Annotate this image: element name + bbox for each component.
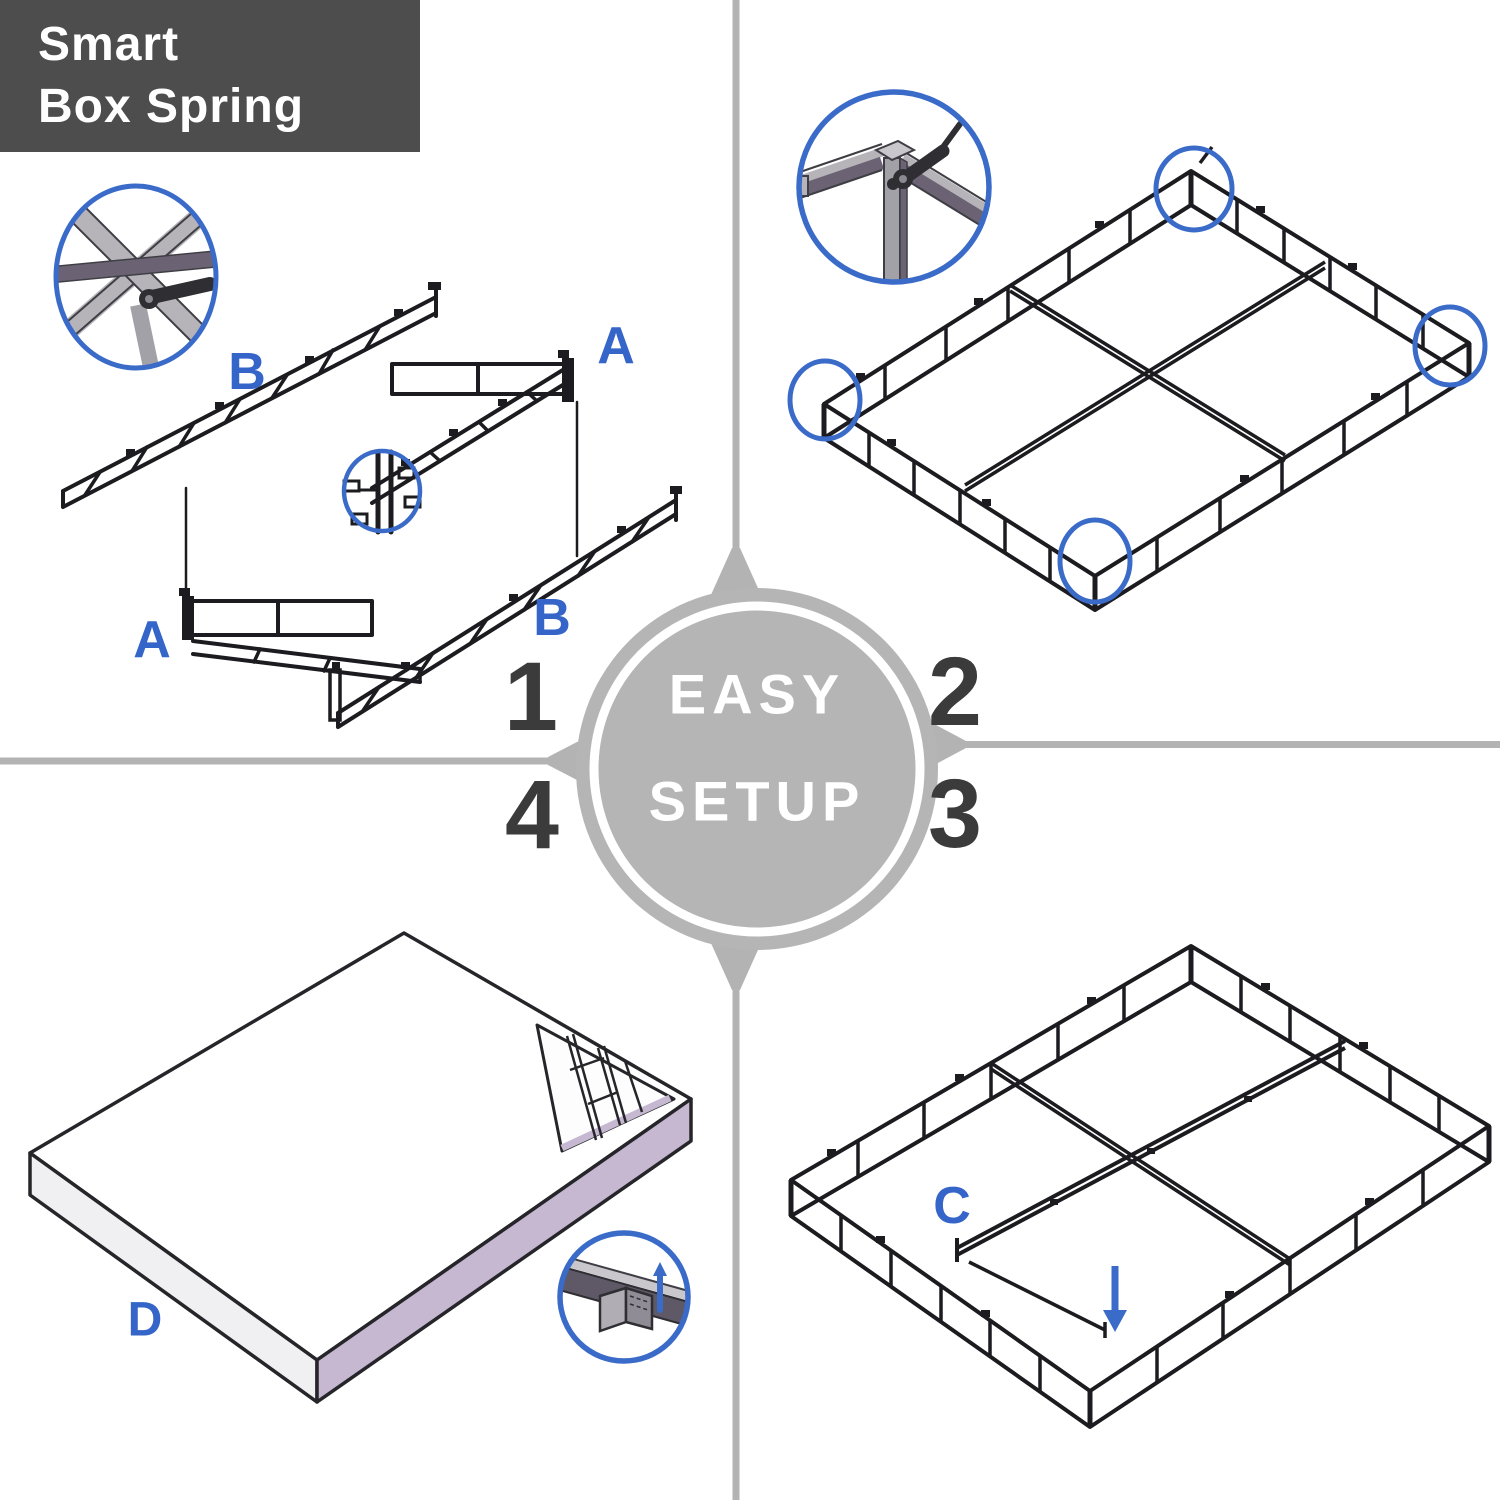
step3-number: 3 <box>928 759 982 868</box>
step1-label-b-bottom: B <box>533 589 571 647</box>
step1-label-a-right: A <box>597 317 635 375</box>
step1-exploded-frame-diagram <box>61 282 682 729</box>
step4-covered-box-spring-diagram <box>28 931 693 1404</box>
step2-corner-highlight-circles <box>787 145 1488 605</box>
step1-number: 1 <box>504 642 558 751</box>
badge-word-setup: SETUP <box>648 769 866 833</box>
step1-lever-detail-circle <box>53 183 219 371</box>
step2-assembled-frame-diagram <box>821 145 1472 612</box>
badge-word-easy: EASY <box>668 662 846 726</box>
step1-label-a-left: A <box>133 611 171 669</box>
step2-number: 2 <box>928 637 982 746</box>
step4-label-d: D <box>127 1293 163 1347</box>
step1-label-b-top: B <box>228 343 266 401</box>
product-title-line2: Box Spring <box>38 80 305 133</box>
product-title-box: Smart Box Spring <box>0 0 420 152</box>
step4-corner-clip-detail-circle <box>557 1230 691 1364</box>
step1-connector-highlight-circle <box>341 448 423 534</box>
step2-corner-lever-detail-circle <box>796 89 992 285</box>
step3-frame-cross-rail-diagram <box>788 944 1492 1429</box>
step3-insert-direction-arrow <box>1103 1266 1127 1332</box>
step4-number: 4 <box>505 760 559 869</box>
product-title-line1: Smart <box>38 18 180 71</box>
easy-setup-badge <box>576 588 938 950</box>
step3-label-c: C <box>933 1177 971 1235</box>
